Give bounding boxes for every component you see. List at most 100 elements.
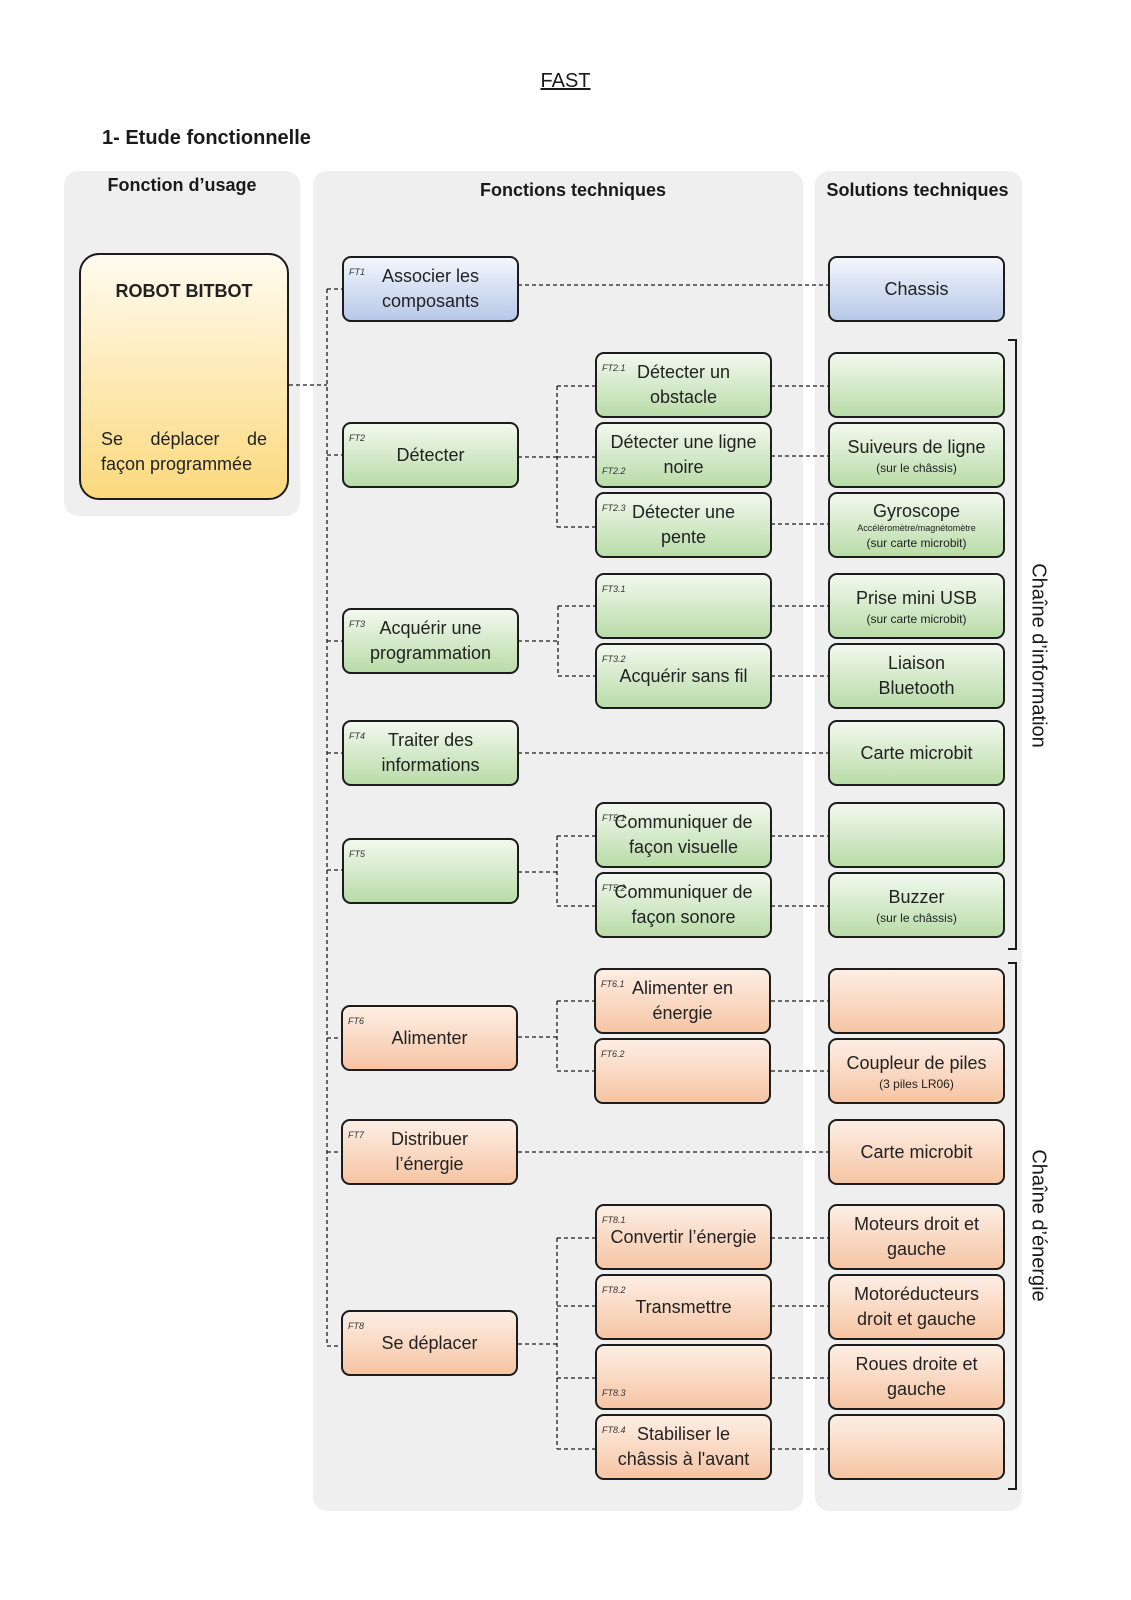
solution-label: Chassis: [884, 278, 949, 299]
function-label: Stabiliser le châssis à l'avant: [617, 1424, 750, 1469]
function-code: FT5: [349, 849, 366, 859]
function-ft3-2: FT3.2 Acquérir sans fil: [595, 643, 772, 709]
solution-ft8-4: [828, 1414, 1005, 1480]
page-title: FAST: [540, 70, 591, 92]
function-ft6-2: FT6.2: [594, 1038, 771, 1104]
function-code: FT8.2: [602, 1285, 626, 1295]
function-ft3: FT3 Acquérir une programmation: [342, 608, 519, 674]
solution-note: (sur le châssis): [876, 910, 957, 925]
function-label: Transmettre: [635, 1296, 732, 1317]
function-label: Associer les composants: [381, 266, 480, 311]
function-code: FT8.4: [602, 1425, 626, 1435]
solution-label: Gyroscope: [872, 500, 961, 521]
solution-label: Coupleur de piles: [846, 1052, 987, 1073]
function-ft5-1: FT5.1 Communiquer de façon visuelle: [595, 802, 772, 868]
function-label: Détecter un obstacle: [636, 362, 731, 407]
function-label: Communiquer de façon sonore: [614, 882, 753, 927]
solution-ft6-1: [828, 968, 1005, 1034]
solution-ft8-3: Roues droite et gauche: [828, 1344, 1005, 1410]
function-label: Détecter une ligne noire: [610, 432, 757, 477]
function-code: FT6.2: [601, 1049, 625, 1059]
solution-label: Buzzer: [888, 886, 945, 907]
solution-label: Liaison Bluetooth: [878, 653, 955, 698]
function-code: FT4: [349, 731, 366, 741]
function-code: FT3: [349, 619, 366, 629]
main-function-name: ROBOT BITBOT: [115, 281, 253, 301]
solution-note: (sur le châssis): [876, 460, 957, 475]
function-ft2: FT2 Détecter: [342, 422, 519, 488]
solution-ft3-1: Prise mini USB (sur carte microbit): [828, 573, 1005, 639]
function-code: FT6: [348, 1016, 365, 1026]
function-label: Traiter des informations: [381, 730, 480, 775]
solution-ft2-3: Gyroscope Accéléromètre/magnétomètre (su…: [828, 492, 1005, 558]
function-ft2-2: FT2.2 Détecter une ligne noire: [595, 422, 772, 488]
function-label: Distribuer l’énergie: [390, 1129, 469, 1174]
function-code: FT2: [349, 433, 366, 443]
main-function-box: ROBOT BITBOT Se déplacer de façon progra…: [79, 253, 289, 500]
solution-ft8-2: Motoréducteurs droit et gauche: [828, 1274, 1005, 1340]
function-ft4: FT4 Traiter des informations: [342, 720, 519, 786]
solution-ft6-2: Coupleur de piles (3 piles LR06): [828, 1038, 1005, 1104]
solution-ft8-1: Moteurs droit et gauche: [828, 1204, 1005, 1270]
energy-chain-bracket: [1008, 962, 1017, 1490]
function-label: Alimenter: [391, 1027, 468, 1048]
information-chain-bracket: [1008, 339, 1017, 950]
function-label: Se déplacer: [381, 1332, 478, 1353]
function-ft8-4: FT8.4 Stabiliser le châssis à l'avant: [595, 1414, 772, 1480]
function-ft8-3: FT8.3: [595, 1344, 772, 1410]
solution-ft4: Carte microbit: [828, 720, 1005, 786]
function-ft5-2: FT5.2 Communiquer de façon sonore: [595, 872, 772, 938]
solution-ft7: Carte microbit: [828, 1119, 1005, 1185]
solution-label: Suiveurs de ligne: [847, 436, 986, 457]
function-ft8-2: FT8.2 Transmettre: [595, 1274, 772, 1340]
function-code: FT2.1: [602, 363, 626, 373]
function-label: Convertir l’énergie: [610, 1226, 757, 1247]
function-ft2-1: FT2.1 Détecter un obstacle: [595, 352, 772, 418]
function-code: FT1: [349, 267, 366, 277]
information-chain-label: Chaîne d’information: [1027, 563, 1050, 748]
function-code: FT7: [348, 1130, 365, 1140]
function-code: FT3.2: [602, 654, 626, 664]
function-label: Communiquer de façon visuelle: [614, 812, 753, 857]
function-ft6-1: FT6.1 Alimenter en énergie: [594, 968, 771, 1034]
function-label: Détecter: [396, 444, 465, 465]
energy-chain-label: Chaîne d’énergie: [1027, 1149, 1050, 1302]
solution-ft2-1: [828, 352, 1005, 418]
function-label: Acquérir une programmation: [369, 618, 492, 663]
solution-note-secondary: (sur carte microbit): [866, 535, 967, 550]
solution-note: (sur carte microbit): [866, 611, 967, 626]
function-label: Détecter une pente: [631, 502, 736, 547]
function-code: FT5.2: [602, 883, 626, 893]
solution-ft3-2: Liaison Bluetooth: [828, 643, 1005, 709]
function-code: FT5.1: [602, 813, 626, 823]
solution-ft2-2: Suiveurs de ligne (sur le châssis): [828, 422, 1005, 488]
function-ft6: FT6 Alimenter: [341, 1005, 518, 1071]
function-label: Acquérir sans fil: [619, 665, 748, 686]
solution-ft5-1: [828, 802, 1005, 868]
solution-note: Accéléromètre/magnétomètre: [857, 522, 976, 533]
solution-label: Moteurs droit et gauche: [853, 1214, 980, 1259]
function-code: FT8: [348, 1321, 365, 1331]
technical-functions-column-header: Fonctions techniques: [479, 180, 666, 200]
solution-ft5-2: Buzzer (sur le châssis): [828, 872, 1005, 938]
technical-solutions-column-header: Solutions techniques: [826, 180, 1009, 200]
function-ft1: FT1 Associer les composants: [342, 256, 519, 322]
section-heading: 1- Etude fonctionnelle: [102, 127, 311, 149]
solution-chassis: Chassis: [828, 256, 1005, 322]
solution-note: (3 piles LR06): [879, 1076, 954, 1091]
function-code: FT2.2: [602, 466, 626, 476]
usage-column-header: Fonction d’usage: [107, 175, 257, 195]
function-code: FT3.1: [602, 584, 626, 594]
solution-label: Motoréducteurs droit et gauche: [853, 1284, 980, 1329]
function-label: Alimenter en énergie: [631, 978, 734, 1023]
main-function-text: Se déplacer de façon programmée: [101, 429, 267, 474]
function-code: FT2.3: [602, 503, 626, 513]
solution-label: Prise mini USB: [855, 587, 978, 608]
solution-label: Roues droite et gauche: [855, 1354, 978, 1399]
function-ft8: FT8 Se déplacer: [341, 1310, 518, 1376]
solution-label: Carte microbit: [860, 742, 973, 763]
function-ft7: FT7 Distribuer l’énergie: [341, 1119, 518, 1185]
function-ft3-1: FT3.1: [595, 573, 772, 639]
function-ft2-3: FT2.3 Détecter une pente: [595, 492, 772, 558]
